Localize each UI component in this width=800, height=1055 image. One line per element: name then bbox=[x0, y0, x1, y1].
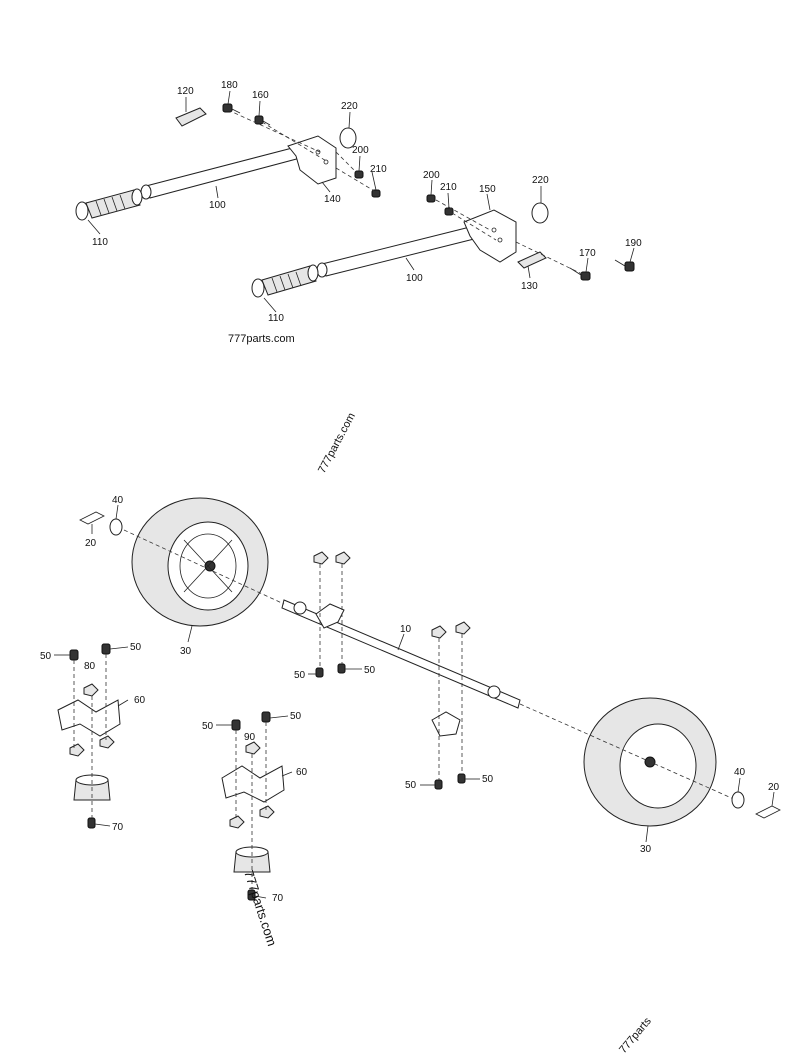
callout-50: 50 bbox=[294, 670, 306, 681]
callout-160: 160 bbox=[252, 90, 269, 101]
callout-210: 210 bbox=[370, 164, 387, 175]
callout-10: 10 bbox=[400, 624, 412, 635]
callout-170: 170 bbox=[579, 248, 596, 259]
callout-220: 220 bbox=[341, 101, 358, 112]
bolt-160 bbox=[254, 115, 271, 126]
callout-210: 210 bbox=[440, 182, 457, 193]
clip-120 bbox=[175, 107, 207, 127]
left-handle-assembly bbox=[75, 90, 381, 235]
nut-210-left bbox=[371, 189, 381, 198]
bolt-170 bbox=[569, 267, 591, 281]
callout-20: 20 bbox=[768, 782, 780, 793]
handle-tube-right bbox=[321, 225, 479, 277]
callout-200: 200 bbox=[352, 145, 369, 156]
watermark: 777parts bbox=[617, 1015, 654, 1055]
axle-rod bbox=[281, 599, 521, 709]
handle-bracket-140 bbox=[287, 135, 337, 185]
callout-60: 60 bbox=[296, 767, 308, 778]
tube-end-ring-left bbox=[140, 184, 152, 200]
callout-130: 130 bbox=[521, 281, 538, 292]
clip-130 bbox=[517, 251, 547, 269]
callout-40: 40 bbox=[734, 767, 746, 778]
pin-20-left bbox=[79, 511, 105, 525]
axle-bracket-right bbox=[431, 711, 461, 737]
wheel-left bbox=[131, 497, 269, 627]
callout-190: 190 bbox=[625, 238, 642, 249]
washer-220-left bbox=[339, 127, 357, 149]
callout-90: 90 bbox=[244, 732, 256, 743]
callout-150: 150 bbox=[479, 184, 496, 195]
callout-110: 110 bbox=[268, 313, 284, 324]
callout-50: 50 bbox=[482, 774, 494, 785]
handle-tube-left bbox=[145, 145, 305, 199]
callout-200: 200 bbox=[423, 170, 440, 181]
washer-40-right bbox=[731, 791, 745, 809]
washer-40-left bbox=[109, 518, 123, 536]
callout-50: 50 bbox=[364, 665, 376, 676]
callout-30: 30 bbox=[640, 844, 652, 855]
axle-bracket-left bbox=[315, 603, 345, 629]
callout-100: 100 bbox=[209, 200, 226, 211]
nut-200-right bbox=[426, 194, 436, 203]
callout-140: 140 bbox=[324, 194, 341, 205]
mount-assembly-left bbox=[54, 643, 129, 829]
callout-100: 100 bbox=[406, 273, 423, 284]
mount-assembly-middle bbox=[216, 711, 293, 901]
callout-50: 50 bbox=[40, 651, 52, 662]
watermark: 777parts.com bbox=[316, 411, 358, 475]
watermark: 777parts.com bbox=[228, 333, 295, 345]
callout-70: 70 bbox=[112, 822, 124, 833]
handle-grip-left bbox=[75, 188, 143, 221]
callout-labels: 120 180 160 220 200 210 140 100 110 200 … bbox=[40, 80, 780, 904]
axle-bolts bbox=[315, 663, 466, 790]
pin-20-right bbox=[755, 805, 781, 819]
callout-50: 50 bbox=[130, 642, 142, 653]
callout-220: 220 bbox=[532, 175, 549, 186]
right-handle-assembly bbox=[251, 179, 635, 313]
callout-50: 50 bbox=[405, 780, 417, 791]
callout-50: 50 bbox=[202, 721, 214, 732]
bolt-180 bbox=[222, 103, 241, 114]
callout-40: 40 bbox=[112, 495, 124, 506]
callout-20: 20 bbox=[85, 538, 97, 549]
callout-30: 30 bbox=[180, 646, 192, 657]
callout-50: 50 bbox=[290, 711, 302, 722]
nut-210-right bbox=[444, 207, 454, 216]
callout-110: 110 bbox=[92, 237, 108, 248]
callout-60: 60 bbox=[134, 695, 146, 706]
watermark: 777parts.com bbox=[241, 868, 280, 948]
washer-220-right bbox=[531, 202, 549, 224]
callout-80: 80 bbox=[84, 661, 96, 672]
callout-180: 180 bbox=[221, 80, 238, 91]
callout-120: 120 bbox=[177, 86, 194, 97]
axle-assembly bbox=[281, 551, 521, 790]
axle-nuts bbox=[313, 551, 471, 639]
bolt-190 bbox=[614, 259, 635, 272]
callout-70: 70 bbox=[272, 893, 284, 904]
handle-grip-right bbox=[251, 264, 319, 298]
